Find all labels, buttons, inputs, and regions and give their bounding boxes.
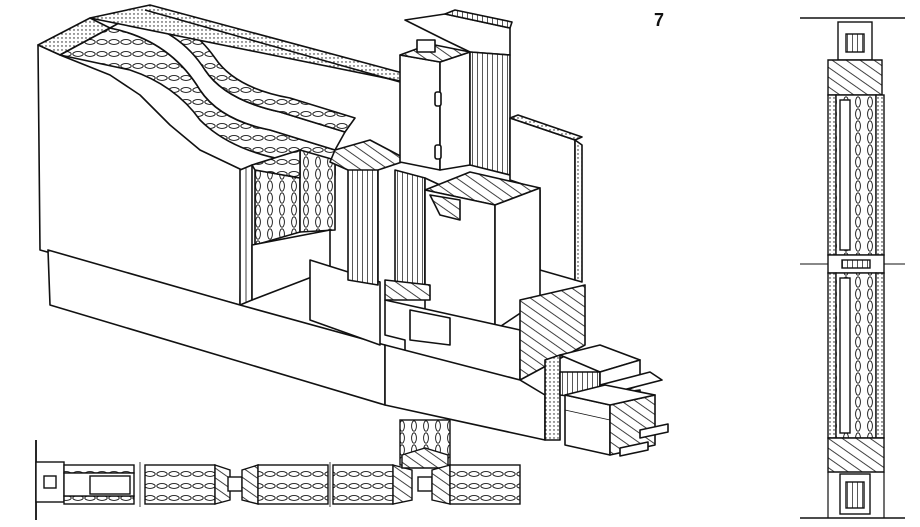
insulation-core-side <box>299 149 336 233</box>
plan-panel-2 <box>144 464 216 505</box>
stud-left-top <box>329 139 409 171</box>
post-side <box>439 51 471 171</box>
plan-joint-2 <box>417 476 433 492</box>
vertical-section <box>800 17 905 519</box>
isometric-view <box>37 4 669 457</box>
post-front <box>399 54 441 171</box>
slot-upper <box>434 91 442 107</box>
plan-panel-4 <box>332 464 394 505</box>
plan-section <box>35 419 521 520</box>
plan-panel-5 <box>449 464 521 505</box>
section-lower-skin-left <box>827 272 837 439</box>
insulation-core-face <box>254 169 301 246</box>
plan-joint-1 <box>227 476 243 492</box>
slot-lower <box>434 144 442 160</box>
pin-upper <box>639 423 669 439</box>
figure-number: 7 <box>654 10 665 30</box>
pin-lower <box>619 441 649 457</box>
stud-left-face <box>347 159 379 286</box>
stud-right-face <box>394 169 426 291</box>
section-upper-skin-left <box>827 94 837 256</box>
lower-beam-end <box>519 284 586 381</box>
plan-panel-1 <box>63 464 135 474</box>
section-base <box>827 437 885 473</box>
plan-panel-3 <box>257 464 329 505</box>
